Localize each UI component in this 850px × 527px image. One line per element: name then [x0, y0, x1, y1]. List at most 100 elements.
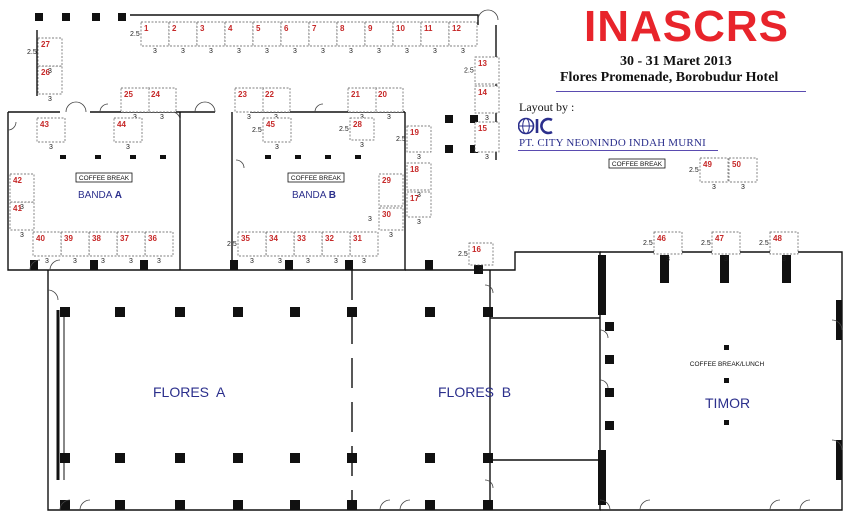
event-title: INASCRS	[584, 2, 790, 51]
booth-width-dim: 3	[48, 96, 52, 103]
booth-width-dim: 3	[666, 256, 670, 263]
booth-outline	[234, 87, 264, 113]
booth-number: 28	[353, 120, 362, 129]
booth-42: 423	[9, 173, 35, 211]
booth-width-dim: 3	[741, 184, 745, 191]
booth-number: 26	[41, 68, 50, 77]
booth-width-dim: 3	[45, 258, 49, 265]
booth-23: 23 3	[234, 87, 264, 121]
booth-number: 3	[200, 24, 205, 33]
booth-layer: 132.523334353637383931031131231332.51431…	[9, 21, 799, 274]
booth-number: 21	[351, 90, 360, 99]
booth-width-dim: 3	[306, 258, 310, 265]
booth-width-dim: 3	[334, 258, 338, 265]
booth-15: 153	[474, 121, 500, 161]
booth-number: 49	[703, 160, 712, 169]
booth-width-dim: 3	[461, 48, 465, 55]
booth-number: 30	[382, 210, 391, 219]
booth-outline	[769, 231, 799, 255]
booth-width-dim: 3	[126, 144, 130, 151]
booth-number: 14	[478, 88, 487, 97]
booth-outline	[168, 21, 198, 47]
booth-number: 24	[151, 90, 160, 99]
booth-number: 29	[382, 176, 391, 185]
booth-outline	[224, 21, 254, 47]
booth-outline	[32, 231, 62, 257]
booth-number: 23	[238, 90, 247, 99]
booth-21: 213	[347, 87, 377, 121]
pillars	[30, 13, 842, 510]
booth-outline	[448, 21, 478, 47]
booth-depth-dim: 2.5	[27, 49, 37, 56]
booth-number: 35	[241, 234, 250, 243]
booth-43: 433	[36, 117, 66, 151]
booth-width-dim: 3	[274, 114, 278, 121]
booth-outline	[262, 117, 292, 143]
booth-outline	[699, 157, 729, 183]
booth-outline	[113, 117, 143, 143]
coffee-break-lobby: COFFEE BREAK	[608, 158, 666, 169]
booth-outline	[711, 231, 741, 255]
organizer-name: PT. CITY NEONINDO INDAH MURNI	[519, 137, 706, 149]
booth-24: 243	[147, 87, 177, 121]
booth-width-dim: 3	[49, 144, 53, 151]
booth-number: 11	[424, 24, 433, 33]
booth-number: 38	[92, 234, 101, 243]
timor-outer-wall	[600, 251, 843, 511]
booth-outline	[378, 207, 404, 231]
layout-by-label: Layout by :	[519, 100, 575, 114]
booth-outline	[120, 87, 150, 113]
booth-9: 93	[364, 21, 394, 55]
coffee-break-banda-b: COFFEE BREAK	[287, 172, 345, 183]
booth-number: 16	[472, 245, 481, 254]
booth-34: 343	[265, 231, 295, 265]
room-flores-b: FLORES B	[438, 384, 511, 400]
booth-outline	[653, 231, 683, 255]
coffee-break-lunch-label: COFFEE BREAK/LUNCH	[690, 361, 765, 368]
room-banda-b-prefix: BANDA	[292, 190, 327, 201]
booth-outline	[252, 21, 282, 47]
booth-outline	[392, 21, 422, 47]
room-banda-a: BANDA A	[78, 190, 122, 201]
booth-22: 223	[261, 87, 291, 121]
booth-14: 143	[474, 85, 500, 122]
booth-outline	[364, 21, 394, 47]
booth-outline	[37, 37, 63, 67]
booth-width-dim: 3	[247, 114, 251, 121]
booth-outline	[9, 201, 35, 231]
booth-number: 18	[410, 165, 419, 174]
booth-width-dim: 3	[275, 144, 279, 151]
booth-width-dim: 3	[387, 114, 391, 121]
booth-width-dim: 3	[157, 258, 161, 265]
booth-outline	[728, 157, 758, 183]
booth-width-dim: 3	[265, 48, 269, 55]
booth-outline	[406, 125, 432, 153]
booth-number: 32	[325, 234, 334, 243]
booth-number: 10	[396, 24, 405, 33]
booth-width-dim: 3	[129, 258, 133, 265]
booth-29: 293	[378, 173, 404, 215]
booth-depth-dim: 2.5	[339, 126, 349, 133]
booth-36: 363	[144, 231, 174, 265]
booth-33: 333	[293, 231, 323, 265]
booth-width-dim: 3	[782, 256, 786, 263]
booth-number: 37	[120, 234, 129, 243]
booth-number: 13	[478, 59, 487, 68]
booth-7: 73	[308, 21, 338, 55]
room-banda-b-letter: B	[329, 190, 336, 201]
header-underline	[556, 91, 806, 92]
booth-outline	[374, 87, 404, 113]
booth-depth-dim: 2.5	[464, 68, 474, 75]
booth-outline	[347, 87, 377, 113]
booth-number: 50	[732, 160, 741, 169]
booth-number: 4	[228, 24, 233, 33]
booth-number: 42	[13, 176, 22, 185]
booth-number: 2	[172, 24, 177, 33]
booth-number: 12	[452, 24, 461, 33]
booth-39: 393	[60, 231, 90, 265]
booth-outline	[144, 231, 174, 257]
